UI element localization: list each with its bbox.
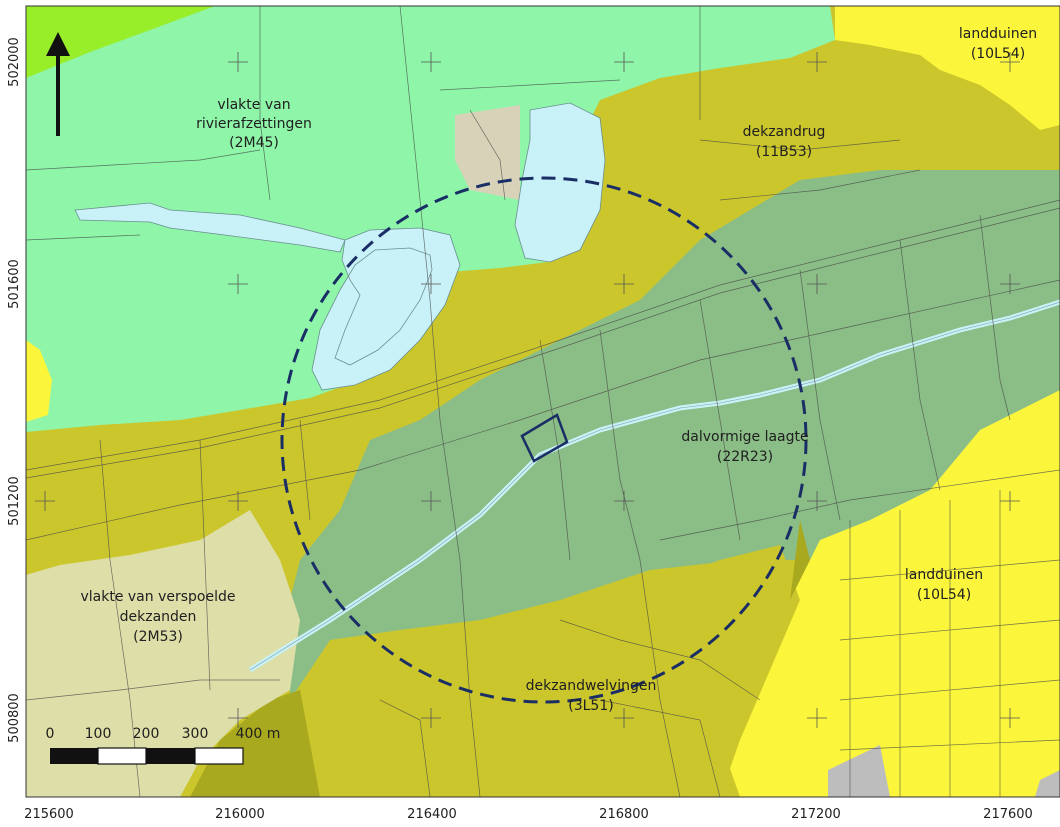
grid-crosses bbox=[35, 52, 1020, 728]
scale-bar: 0 100 200 300 400 m bbox=[46, 726, 281, 765]
zone-landduinen-right bbox=[720, 390, 1060, 797]
label-dekzandwelvingen: dekzandwelvingen (3L51) bbox=[526, 678, 657, 714]
water-meander bbox=[311, 227, 461, 391]
label-rivier-line1: vlakte van bbox=[217, 97, 290, 113]
x-tick-216800: 216800 bbox=[599, 807, 649, 822]
label-dekzandrug-line2: (11B53) bbox=[756, 144, 812, 160]
x-tick-216400: 216400 bbox=[407, 807, 457, 822]
label-landduinen-top-line1: landduinen bbox=[959, 26, 1037, 42]
label-dekzandwelvingen-line2: (3L51) bbox=[568, 698, 613, 714]
label-verspoeld-line1: vlakte van verspoelde bbox=[80, 589, 235, 605]
map-frame: vlakte van rivierafzettingen (2M45) dekz… bbox=[25, 5, 1060, 798]
scale-segment-1 bbox=[50, 748, 98, 764]
scale-label-300: 300 bbox=[182, 726, 209, 742]
x-axis-labels: 215600 216000 216400 216800 217200 21760… bbox=[24, 807, 1033, 822]
zone-lake-surround bbox=[455, 105, 520, 200]
scale-label-0: 0 bbox=[46, 726, 55, 742]
zone-left-yellow bbox=[26, 340, 52, 422]
y-tick-502000: 502000 bbox=[7, 37, 22, 87]
zone-dekzandwelvingen bbox=[280, 545, 800, 797]
label-dekzandrug-line1: dekzandrug bbox=[743, 124, 826, 140]
water-lake bbox=[514, 102, 606, 263]
label-laagte-line2: (22R23) bbox=[717, 449, 773, 465]
label-verspoelde-dekzanden: vlakte van verspoelde dekzanden (2M53) bbox=[80, 589, 235, 645]
x-tick-216000: 216000 bbox=[215, 807, 265, 822]
x-tick-215600: 215600 bbox=[24, 807, 74, 822]
label-landduinen-top-line2: (10L54) bbox=[971, 46, 1025, 62]
water-stream-edge bbox=[249, 301, 1060, 671]
zone-building-2 bbox=[1035, 770, 1060, 797]
zone-landduinen-top bbox=[835, 6, 1060, 130]
label-landduinen-top: landduinen (10L54) bbox=[959, 26, 1037, 62]
zone-dalvormige-laagte bbox=[290, 170, 1060, 700]
x-tick-217600: 217600 bbox=[983, 807, 1033, 822]
label-landduinen-right-line2: (10L54) bbox=[917, 587, 971, 603]
label-dalvormige-laagte: dalvormige laagte (22R23) bbox=[681, 429, 808, 465]
x-tick-217200: 217200 bbox=[791, 807, 841, 822]
y-tick-500800: 500800 bbox=[7, 693, 22, 743]
label-rivier-line2: rivierafzettingen bbox=[196, 116, 312, 132]
label-verspoeld-line3: (2M53) bbox=[133, 629, 183, 645]
label-landduinen-right-line1: landduinen bbox=[905, 567, 983, 583]
zone-vlakte-van-verspoelde-dekzanden bbox=[26, 510, 300, 797]
scale-segment-3 bbox=[146, 748, 195, 764]
water-channel-west bbox=[74, 202, 346, 253]
y-tick-501200: 501200 bbox=[7, 476, 22, 526]
label-laagte-line1: dalvormige laagte bbox=[681, 429, 808, 445]
label-dekzandrug: dekzandrug (11B53) bbox=[743, 124, 826, 160]
scale-label-100: 100 bbox=[85, 726, 112, 742]
zone-building bbox=[828, 745, 890, 797]
north-arrow-icon bbox=[46, 32, 70, 136]
map-border bbox=[25, 5, 1060, 798]
label-rivier-line3: (2M45) bbox=[229, 135, 279, 151]
parcel-lines bbox=[26, 6, 1060, 797]
buffer-circle bbox=[280, 176, 808, 704]
label-vlakte-van-rivierafzettingen: vlakte van rivierafzettingen (2M45) bbox=[196, 97, 312, 151]
label-verspoeld-line2: dekzanden bbox=[120, 609, 197, 625]
zone-olive-dark-right bbox=[740, 520, 810, 640]
scale-segment-4 bbox=[194, 747, 244, 765]
scale-segment-2 bbox=[97, 747, 147, 765]
zone-olive-dark-left bbox=[190, 690, 320, 797]
y-tick-501600: 501600 bbox=[7, 259, 22, 309]
label-landduinen-right: landduinen (10L54) bbox=[905, 567, 983, 603]
scale-label-400m: 400 m bbox=[236, 726, 281, 742]
y-axis-labels: 502000 501600 501200 500800 bbox=[7, 37, 22, 743]
scale-label-200: 200 bbox=[133, 726, 160, 742]
zone-vlakte-van-rivierafzettingen bbox=[26, 6, 835, 432]
zone-bright-green-corner bbox=[26, 6, 215, 78]
label-dekzandwelvingen-line1: dekzandwelvingen bbox=[526, 678, 657, 694]
study-parcel bbox=[520, 413, 569, 463]
